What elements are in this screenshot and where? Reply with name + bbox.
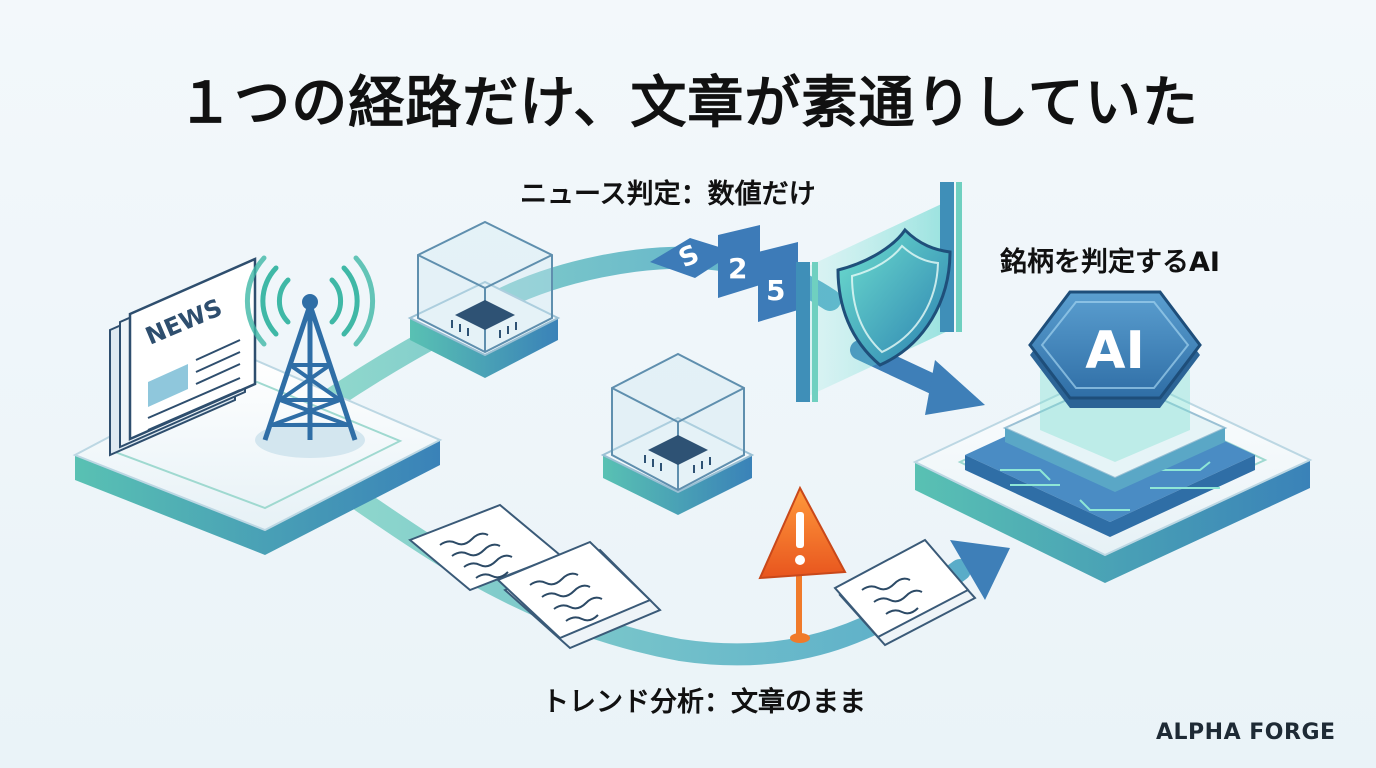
brand-logo-text: ALPHA FORGE [1156,720,1336,745]
svg-text:5: 5 [766,274,785,307]
upper-processor-cube [407,220,561,378]
svg-text:2: 2 [728,252,747,285]
warning-sign-icon [758,485,847,643]
numeric-route-label: ニュース判定：数値だけ [520,179,816,210]
broadcast-tower-icon [244,255,376,458]
page-title: １つの経路だけ、文章が素通りしていた [177,71,1199,136]
target-ai-label: 銘柄を判定するAI [1000,247,1220,278]
numeric-token-2: 2 [718,225,760,298]
newspaper-icon: NEWS [109,257,257,457]
ai-chip-label: AI [1085,321,1145,381]
lower-arrow-head [950,540,1010,600]
middle-processor-cube [600,352,755,515]
numeric-token-5: 5 [758,242,798,322]
shield-icon [836,227,952,367]
text-document-3 [833,538,977,647]
numeric-token-s: S [650,238,735,278]
ai-chip-icon: AI [1028,290,1202,408]
text-document-2 [496,540,662,650]
text-route-label: トレンド分析：文章のまま [542,687,866,718]
